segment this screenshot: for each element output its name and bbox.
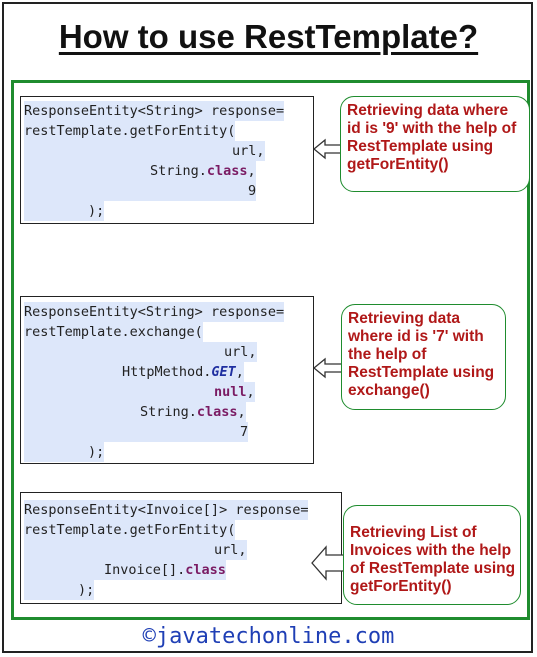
code-line: restTemplate.getForEntity( — [24, 520, 236, 540]
arrow-left-icon — [311, 545, 347, 581]
page-title: How to use RestTemplate? — [0, 18, 537, 56]
code-line: url, — [24, 342, 257, 362]
code-line: ); — [24, 201, 105, 221]
page-title-text: How to use RestTemplate? — [58, 18, 479, 55]
code-block-exchange-7: ResponseEntity<String> response= restTem… — [20, 296, 314, 464]
footer-copyright: ©javatechonline.com — [142, 624, 395, 649]
code-line: restTemplate.exchange( — [24, 322, 203, 342]
code-line: url, — [24, 540, 247, 560]
code-line: 9 — [24, 181, 257, 201]
note-exchange-7: Retrieving data where id is '7' with the… — [341, 304, 506, 410]
arrow-left-icon — [313, 138, 343, 160]
code-line: HttpMethod.GET, — [24, 362, 244, 382]
arrow-left-icon — [313, 357, 343, 379]
code-line: ResponseEntity<Invoice[]> response= — [24, 500, 309, 520]
code-line: Invoice[].class — [24, 560, 226, 580]
note-get-for-entity-list: Retrieving List of Invoices with the hel… — [343, 505, 521, 605]
code-block-get-for-entity-list: ResponseEntity<Invoice[]> response= rest… — [20, 492, 342, 604]
code-block-get-for-entity-9: ResponseEntity<String> response= restTem… — [20, 96, 314, 224]
code-line: 7 — [24, 422, 249, 442]
code-line: url, — [24, 141, 265, 161]
outer-frame — [2, 2, 533, 653]
code-line: restTemplate.getForEntity( — [24, 121, 236, 141]
code-line: ); — [24, 442, 105, 462]
code-line: ); — [24, 580, 95, 600]
code-line: ResponseEntity<String> response= — [24, 302, 285, 322]
code-line: ResponseEntity<String> response= — [24, 101, 285, 121]
code-line: String.class, — [24, 161, 256, 181]
code-line: String.class, — [24, 402, 246, 422]
code-line: null, — [24, 382, 255, 402]
note-get-for-entity-9: Retrieving data where id is '9' with the… — [340, 96, 530, 192]
examples-container — [11, 80, 530, 620]
